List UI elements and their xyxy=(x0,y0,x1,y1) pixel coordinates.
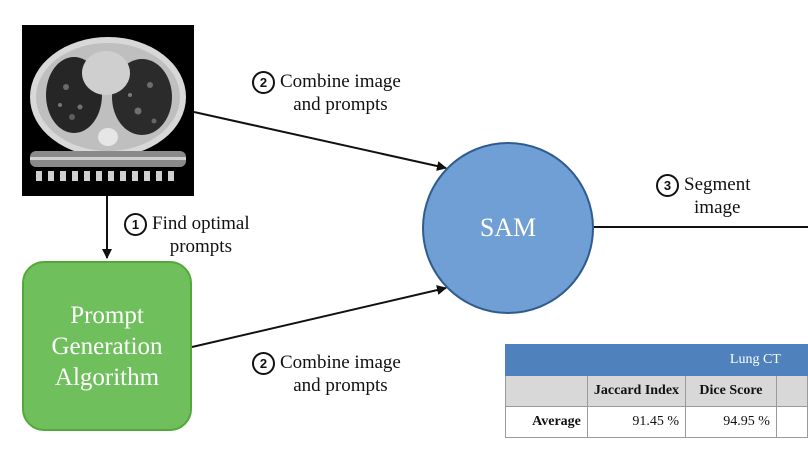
table-cell: 94.95 % xyxy=(685,406,777,438)
table-column-header-row: Jaccard Index Dice Score xyxy=(505,375,808,407)
step-number-badge: 3 xyxy=(656,174,679,197)
step-number-badge: 2 xyxy=(252,352,275,375)
results-table-viewport: Lung CT Jaccard Index Dice Score Average… xyxy=(505,344,808,439)
step-label: Segment image xyxy=(684,174,751,218)
arrow-algorithm-to-sam xyxy=(191,285,447,348)
table-row: Average 91.45 % 94.95 % xyxy=(505,406,808,438)
step-label: Combine image and prompts xyxy=(280,352,401,396)
sam-node: SAM xyxy=(422,142,594,314)
lung-ct-image xyxy=(22,25,194,196)
results-table: Lung CT Jaccard Index Dice Score Average… xyxy=(505,344,808,438)
table-group-header-row: Lung CT xyxy=(505,344,808,376)
prompt-generation-label: Prompt Generation Algorithm xyxy=(51,301,163,391)
table-column-header: Dice Score xyxy=(685,375,777,407)
step-label: Find optimal prompts xyxy=(152,213,250,257)
table-cell-cut xyxy=(775,406,808,438)
prompt-generation-box: Prompt Generation Algorithm xyxy=(22,261,192,431)
table-column-header: Jaccard Index xyxy=(586,375,687,407)
table-group-header: Lung CT xyxy=(586,344,808,376)
step-label: Combine image and prompts xyxy=(280,71,401,115)
table-column-header-cut xyxy=(775,375,808,407)
step-number-badge: 2 xyxy=(252,71,275,94)
step-combine-bottom: 2 Combine image and prompts xyxy=(252,351,401,397)
arrow-ct-to-sam xyxy=(193,111,447,171)
step-combine-top: 2 Combine image and prompts xyxy=(252,70,401,116)
table-row-label: Average xyxy=(505,406,588,438)
step-segment: 3 Segment image xyxy=(656,173,751,219)
step-number-badge: 1 xyxy=(124,213,147,236)
table-cell: 91.45 % xyxy=(586,406,687,438)
step-find-prompts: 1 Find optimal prompts xyxy=(124,212,250,258)
table-header-empty-cell xyxy=(505,344,588,376)
table-column-header xyxy=(505,375,588,407)
sam-label: SAM xyxy=(479,213,537,242)
